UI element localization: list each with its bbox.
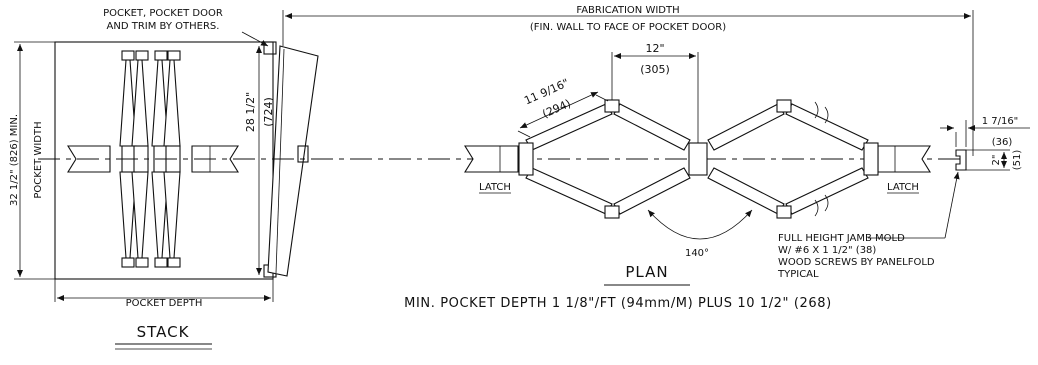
dim-jamb-h-in: 2" (991, 155, 1002, 166)
dim-jamb-in: 1 7/16" (982, 116, 1019, 127)
jamb-block-top (263, 41, 277, 55)
dim-jamb-h-mm: (51) (1012, 150, 1023, 171)
dim-panel-mm: (294) (540, 97, 572, 121)
dim-jamb-mm: (36) (992, 137, 1013, 148)
stack-note-line1: POCKET, POCKET DOOR (103, 8, 223, 19)
stacked-panels (67, 50, 239, 268)
dim-spacing-in: 12" (645, 42, 664, 55)
plan-view: FABRICATION WIDTH (FIN. WALL TO FACE OF … (282, 5, 1030, 311)
stack-title: STACK (137, 323, 190, 341)
latch-left-block (464, 145, 519, 173)
jamb-note-line1: FULL HEIGHT JAMB MOLD (778, 233, 905, 244)
jamb-note-line3: WOOD SCREWS BY PANELFOLD (778, 257, 935, 268)
pocket-outline (54, 41, 274, 280)
latch-right-block (877, 145, 931, 173)
min-depth-note: MIN. POCKET DEPTH 1 1/8"/FT (94mm/M) PLU… (404, 296, 832, 311)
jamb-note-line2: W/ #6 X 1 1/2" (38) (778, 245, 876, 256)
plan-title: PLAN (625, 263, 668, 281)
latch-left-label: LATCH (479, 182, 511, 193)
stack-view: 32 1/2" (826) MIN. POCKET WIDTH 28 1/2" … (9, 8, 470, 350)
door-dim-in: 28 1/2" (244, 92, 257, 132)
door-dim-mm: (724) (262, 97, 275, 127)
pocket-depth-label: POCKET DEPTH (126, 298, 203, 309)
dim-spacing-mm: (305) (640, 63, 670, 76)
latch-right-label: LATCH (887, 182, 919, 193)
fab-width-label: FABRICATION WIDTH (576, 5, 679, 16)
pocket-door (267, 45, 319, 277)
pocket-width-label: POCKET WIDTH (33, 121, 44, 198)
stack-note-line2: AND TRIM BY OTHERS. (107, 21, 220, 32)
pocket-width-dim: 32 1/2" (826) MIN. (9, 114, 20, 206)
jamb-mold (955, 149, 967, 171)
dim-angle: 140° (685, 248, 709, 259)
jamb-note-line4: TYPICAL (777, 269, 819, 280)
fab-width-sub: (FIN. WALL TO FACE OF POCKET DOOR) (530, 22, 726, 33)
